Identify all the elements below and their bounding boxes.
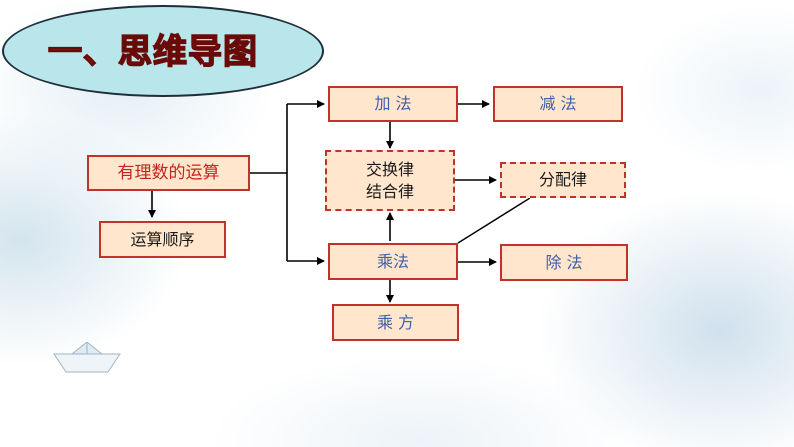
title-ellipse [2, 5, 324, 97]
node-subtraction: 减 法 [493, 86, 623, 122]
node-subtraction-label: 减 法 [539, 94, 577, 113]
node-power: 乘 方 [332, 304, 459, 341]
paper-boat-icon [53, 342, 121, 373]
node-laws-line1: 交换律 [365, 159, 414, 179]
page-title: 一、思维导图 [47, 31, 258, 73]
node-multiplication-label: 乘法 [376, 251, 409, 271]
node-rational-operations-label: 有理数的运算 [117, 163, 220, 183]
node-division-label: 除 法 [545, 252, 583, 272]
node-addition: 加 法 [328, 86, 458, 122]
node-multiplication: 乘法 [328, 243, 458, 280]
node-laws-line2: 结合律 [365, 181, 414, 201]
node-operation-order-label: 运算顺序 [130, 229, 195, 249]
node-laws: 交换律 结合律 [325, 150, 455, 211]
connector-multiply-distributive [457, 197, 531, 244]
node-distributive: 分配律 [500, 162, 626, 198]
node-operation-order: 运算顺序 [99, 221, 226, 258]
node-addition-label: 加 法 [374, 94, 412, 113]
node-rational-operations: 有理数的运算 [87, 155, 250, 191]
node-distributive-label: 分配律 [538, 170, 587, 189]
node-division: 除 法 [500, 244, 628, 281]
node-power-label: 乘 方 [376, 312, 415, 332]
